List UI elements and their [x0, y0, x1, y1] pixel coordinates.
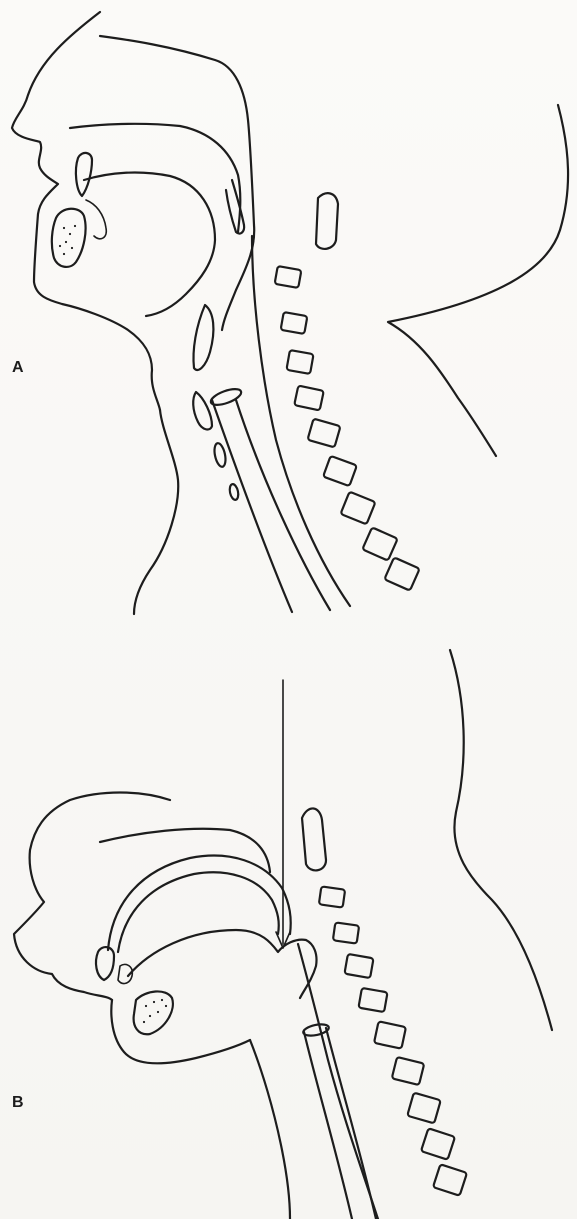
panel-a-vertebra-t2: [362, 527, 397, 560]
panel-b-palate-lower: [118, 872, 279, 952]
panel-b-tooth-stipple: [143, 999, 167, 1023]
panel-a-vertebra-c2: [275, 266, 302, 288]
panel-b-vertebrae: [302, 808, 467, 1195]
panel-b-nasal-cavity: [100, 829, 270, 872]
panel-b-head-back: [450, 650, 552, 1030]
panel-b-drawing: [14, 650, 552, 1219]
panel-a-lower-lip: [86, 200, 106, 239]
panel-a-vertebra-t3: [384, 557, 419, 590]
panel-b-vertebra-c1: [302, 808, 326, 870]
panel-b-vertebra-c7: [392, 1057, 424, 1085]
panel-a-soft-palate: [226, 180, 244, 234]
panel-a-vertebra-c7: [323, 456, 357, 486]
panel-b-vertebra-t1: [407, 1093, 441, 1124]
panel-b-vertebra-t2: [421, 1128, 455, 1159]
panel-b-vertebra-c5: [358, 988, 387, 1012]
panel-a-epiglottis: [193, 305, 213, 370]
panel-b-label: B: [12, 1095, 24, 1111]
panel-b-lower-tooth: [134, 991, 173, 1034]
panel-a-vertebra-c1: [316, 193, 338, 249]
panel-b-vertebra-c4: [344, 954, 373, 978]
panel-a-tooth-stipple: [59, 225, 76, 255]
panel-b-tube-right: [326, 1028, 376, 1219]
panel-b-tongue: [128, 930, 317, 998]
panel-a-vertebrae: [275, 193, 420, 590]
panel-b-vertebra-c2: [319, 886, 345, 907]
panel-a-arytenoid: [193, 392, 212, 429]
panel-a-cartilage-2: [228, 483, 239, 500]
panel-b-neck-front: [250, 1040, 290, 1219]
panel-b-vertebra-c3: [333, 922, 359, 943]
panel-a-vertebra-c6: [308, 419, 341, 448]
panel-a-face-outline: [12, 12, 160, 410]
panel-b-jaw: [111, 1000, 250, 1063]
panel-a-tongue: [84, 173, 215, 316]
panel-a-cartilage-1: [213, 442, 228, 468]
panel-a-tube-left: [212, 400, 292, 612]
panel-a-vertebra-c5: [294, 386, 324, 411]
panel-a-drawing: [12, 12, 568, 614]
panel-b-vertebra-t3: [433, 1164, 467, 1195]
panel-b-palate-upper: [108, 856, 291, 950]
panel-a-vertebra-c4: [286, 350, 313, 374]
panel-a-lower-tooth: [52, 209, 86, 267]
panel-b-upper-tooth: [96, 947, 114, 980]
panel-a-upper-tooth: [76, 153, 92, 196]
panel-b-vertebra-c6: [374, 1021, 406, 1048]
panel-a-vertebra-c3: [281, 312, 308, 334]
panel-a-label: A: [12, 360, 24, 376]
panel-a-vertebra-t1: [341, 492, 376, 525]
panel-a-neck-front: [134, 410, 178, 614]
panel-a-neck-back: [388, 105, 568, 456]
panel-a-nasal-cavity: [100, 36, 254, 330]
